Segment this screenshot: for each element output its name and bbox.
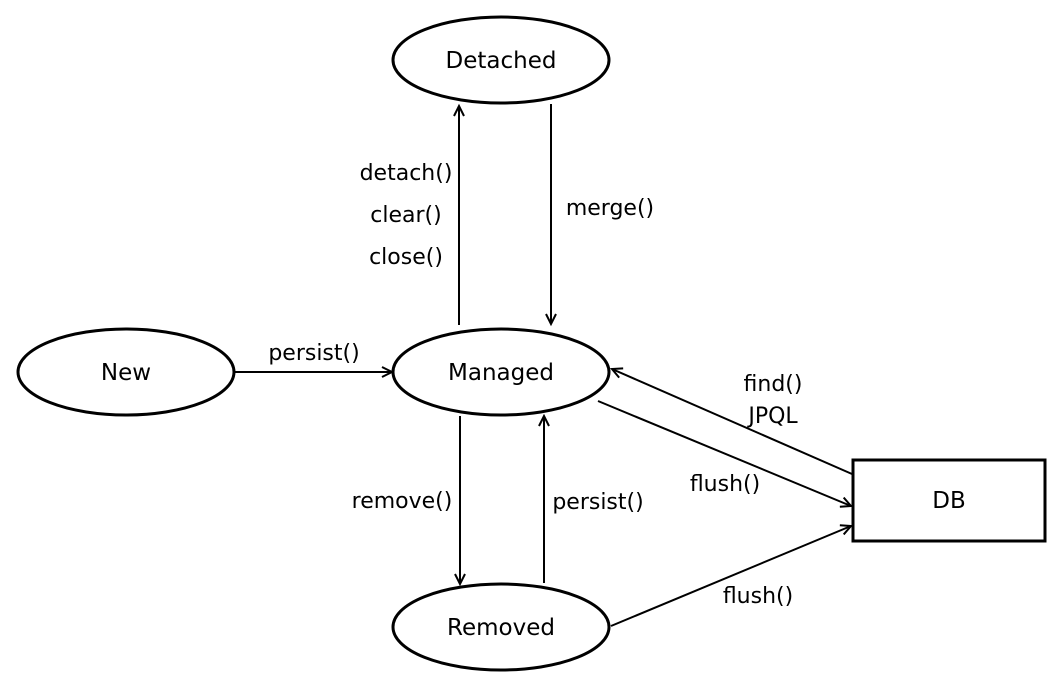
edge-removed-to-db (610, 524, 854, 627)
edge-managed-to-db (597, 400, 854, 508)
label-find: find() (744, 372, 803, 397)
node-detached-label: Detached (446, 48, 557, 74)
label-remove: remove() (352, 489, 453, 514)
node-db-label: DB (932, 488, 966, 514)
node-new-label: New (101, 360, 151, 386)
label-close: close() (369, 245, 443, 270)
label-jpql: JPQL (746, 404, 798, 429)
label-flush-managed: flush() (690, 472, 760, 497)
node-db: DB (851, 458, 1047, 543)
node-managed-label: Managed (448, 360, 554, 386)
label-clear: clear() (370, 203, 441, 228)
node-managed: Managed (391, 327, 611, 417)
label-merge: merge() (566, 196, 654, 221)
node-detached: Detached (391, 15, 611, 105)
node-removed-label: Removed (447, 615, 555, 641)
edge-db-to-managed (609, 367, 853, 475)
label-flush-removed: flush() (723, 584, 793, 609)
label-persist-back: persist() (552, 490, 643, 515)
label-detach: detach() (360, 161, 453, 186)
node-new: New (16, 327, 236, 417)
label-new-to-managed: persist() (268, 341, 359, 366)
node-removed: Removed (391, 582, 611, 672)
